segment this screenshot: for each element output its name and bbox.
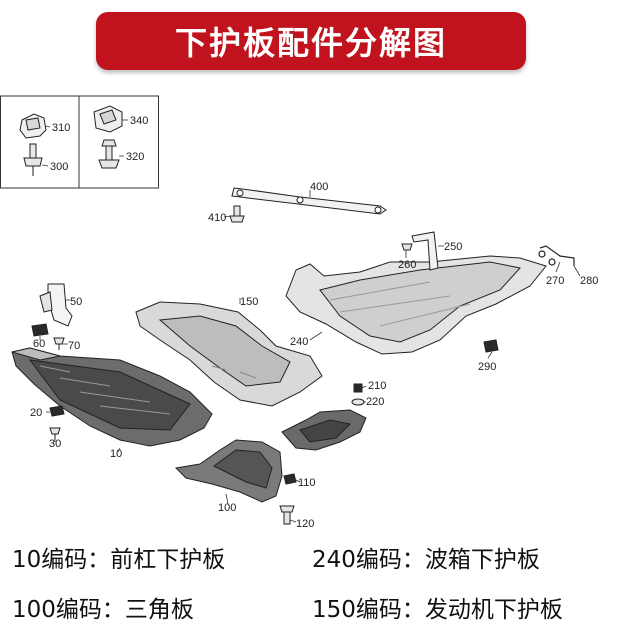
legend-item-150: 150编码：发动机下护板 [312,590,563,624]
callout-340: 340 [130,115,148,127]
callout-50: 50 [70,296,82,308]
crossbar-400-part [231,187,387,215]
washer-220-part [351,398,365,406]
callout-300: 300 [50,161,68,173]
legend-code: 100编码 [12,597,102,623]
legend-separator: ： [87,547,111,573]
callout-30: 30 [49,438,61,450]
title-banner: 下护板配件分解图 [96,12,526,70]
legend-item-100: 100编码：三角板 [12,590,194,624]
clip-290-part [483,339,499,353]
callout-410: 410 [208,212,226,224]
callout-280: 280 [580,275,598,287]
callout-240: 240 [290,336,308,348]
callout-150: 150 [240,296,258,308]
transmission-underguard-240-part [285,255,547,355]
triangle-plate-100-part [174,439,283,503]
callout-310: 310 [52,122,70,134]
clip-260-part [401,243,413,251]
clip-110-part [283,473,297,485]
bracket-50-part [39,283,73,327]
small-parts-inset [0,95,159,189]
legend-code: 150编码 [312,597,402,623]
part-code-legend: 10编码：前杠下护板 240编码：波箱下护板 100编码：三角板 150编码：发… [0,530,640,640]
legend-item-10: 10编码：前杠下护板 [12,540,225,574]
legend-separator: ： [401,547,425,573]
clip-60-part [31,323,49,337]
bolt-210-part [353,383,363,393]
legend-part-name: 三角板 [124,597,194,623]
callout-210: 210 [368,380,386,392]
leader-lines [39,119,581,523]
rod-270-part [538,245,575,266]
callout-120: 120 [296,518,314,527]
callout-290: 290 [478,361,496,373]
callout-10: 10 [110,448,122,460]
mount-bracket-part [281,409,367,451]
bolt-410-part [229,205,245,223]
callout-70: 70 [68,340,80,352]
callout-110: 110 [298,477,316,489]
callout-100: 100 [218,502,236,514]
page-title: 下护板配件分解图 [174,24,447,62]
screw-30-part [49,427,61,440]
legend-code: 10编码 [12,547,88,573]
legend-item-240: 240编码：波箱下护板 [312,540,540,574]
callout-270: 270 [546,275,564,287]
callout-400: 400 [310,181,328,193]
bolt-320-part [98,139,120,169]
legend-separator: ： [101,597,125,623]
clip-340-part [93,105,123,133]
legend-part-name: 前杠下护板 [110,547,226,573]
callout-250: 250 [444,241,462,253]
legend-code: 240编码 [312,547,402,573]
legend-part-name: 波箱下护板 [424,547,540,573]
legend-part-name: 发动机下护板 [424,597,563,623]
clip-310-part [19,113,47,139]
bracket-250-part [411,231,439,271]
diagram-svg: 310 300 340 320 400 410 50 60 70 20 30 1… [0,95,598,527]
screw-120-part [279,505,295,525]
callout-60: 60 [33,338,45,350]
callout-320: 320 [126,151,144,163]
screw-300-part [23,143,43,176]
legend-separator: ： [401,597,425,623]
callout-220: 220 [366,396,384,408]
callout-260: 260 [398,259,416,271]
callout-20: 20 [30,407,42,419]
exploded-parts-diagram: 310 300 340 320 400 410 50 60 70 20 30 1… [0,95,640,527]
engine-underguard-150-part [135,301,323,407]
clip-20-part [49,405,65,417]
bumper-underguard-10-part [11,347,213,447]
